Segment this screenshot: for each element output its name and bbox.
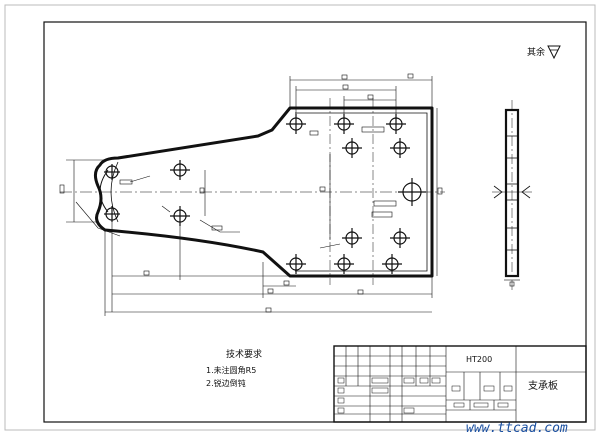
sheet-border-outer (4, 4, 596, 431)
material-text: HT200 (466, 355, 492, 364)
roughness-note-text: 其余 (527, 46, 545, 58)
watermark-text: www.ttcad.com (466, 421, 568, 435)
hole-r3 (386, 114, 406, 134)
hole-r8 (286, 254, 306, 274)
hole-r7 (390, 228, 410, 248)
hole-group (104, 114, 426, 274)
hole-left-top (104, 164, 120, 180)
hole-r9 (334, 254, 354, 274)
hole-r4 (342, 138, 362, 158)
main-view (59, 73, 445, 316)
hole-r1 (286, 114, 306, 134)
side-view (492, 100, 532, 290)
hole-mid-top (170, 160, 190, 180)
hole-r2 (334, 114, 354, 134)
hole-r10 (382, 254, 402, 274)
dimensions-bottom (59, 108, 443, 316)
drawing-frame (43, 21, 587, 423)
dimensions-top (289, 73, 433, 218)
hole-mid-bottom (170, 206, 190, 226)
tech-requirements: 技术要求 1.未注圆角R5 2.锐边倒钝 (206, 348, 262, 388)
tech-req-item-2: 2.锐边倒钝 (206, 378, 246, 388)
hole-big-center (398, 178, 426, 206)
hole-r6 (342, 228, 362, 248)
roughness-triangle-icon (547, 45, 561, 60)
title-block (333, 345, 587, 423)
hole-r5 (390, 138, 410, 158)
tech-req-item-1: 1.未注圆角R5 (206, 365, 256, 375)
drawing-title: 支承板 (528, 379, 558, 392)
hole-left-bottom (104, 206, 120, 222)
plate-outline (93, 106, 434, 278)
roughness-note: 其余 (527, 45, 561, 60)
tech-req-heading: 技术要求 (226, 348, 262, 360)
